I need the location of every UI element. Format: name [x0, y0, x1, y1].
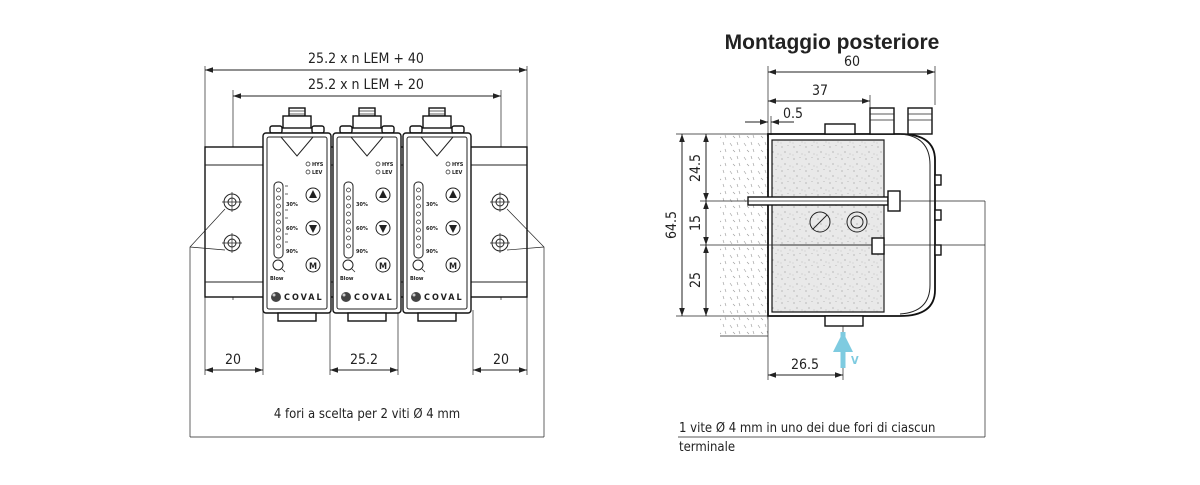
right-mount-holes — [490, 192, 510, 253]
svg-text:30%: 30% — [426, 202, 438, 208]
dim-645-label: 64.5 — [664, 211, 680, 239]
left-mount-holes — [222, 192, 242, 253]
svg-text:LEV: LEV — [382, 170, 393, 176]
svg-text:30%: 30% — [286, 202, 298, 208]
mounting-wall — [720, 134, 768, 336]
svg-text:HYS: HYS — [382, 162, 394, 168]
dim-25-label: 25 — [688, 272, 704, 288]
dim-15-label: 15 — [688, 215, 704, 231]
svg-text:90%: 90% — [426, 249, 438, 255]
svg-text:Blow: Blow — [340, 276, 354, 282]
lem-module-3: HYS LEV 30% 60% 90% M Blow COVAL — [402, 107, 472, 322]
screw-head — [887, 190, 901, 212]
dim-60-label: 60 — [844, 54, 860, 70]
dim-right-label: 20 — [493, 352, 509, 368]
section-title: Montaggio posteriore — [725, 31, 940, 54]
front-view-note: 4 fori a scelta per 2 viti Ø 4 mm — [274, 407, 460, 422]
svg-text:LEV: LEV — [312, 170, 323, 176]
front-view: 25.2 x n LEM + 40 25.2 x n LEM + 20 — [189, 51, 545, 438]
svg-text:30%: 30% — [356, 202, 368, 208]
vacuum-label: V — [851, 354, 859, 367]
svg-text:COVAL: COVAL — [354, 293, 394, 303]
svg-text:60%: 60% — [426, 226, 438, 232]
dim-left-label: 20 — [225, 352, 241, 368]
dim-05-label: 0.5 — [783, 106, 803, 122]
svg-text:60%: 60% — [356, 226, 368, 232]
svg-text:HYS: HYS — [452, 162, 464, 168]
dim-37-label: 37 — [812, 83, 828, 99]
side-view: Montaggio posteriore 60 37 0.5 — [664, 31, 986, 455]
svg-text:M: M — [309, 262, 317, 272]
svg-text:90%: 90% — [356, 249, 368, 255]
dim-inner-label: 25.2 x n LEM + 20 — [308, 77, 424, 93]
svg-text:COVAL: COVAL — [284, 293, 324, 303]
svg-text:M: M — [379, 262, 387, 272]
svg-text:LEV: LEV — [452, 170, 463, 176]
lem-module-2: HYS LEV 30% 60% 90% M Blow COVAL — [332, 107, 402, 322]
speckle-body — [771, 139, 885, 313]
dim-pitch-label: 25.2 — [350, 352, 378, 368]
side-view-note-1: 1 vite Ø 4 mm in uno dei due fori di cia… — [679, 421, 935, 436]
dim-245-label: 24.5 — [688, 154, 704, 182]
svg-text:Blow: Blow — [270, 276, 284, 282]
svg-text:90%: 90% — [286, 249, 298, 255]
svg-text:COVAL: COVAL — [424, 293, 464, 303]
svg-text:60%: 60% — [286, 226, 298, 232]
svg-text:M: M — [449, 262, 457, 272]
side-view-note-2: terminale — [679, 440, 735, 455]
dim-265-label: 26.5 — [791, 357, 819, 373]
dim-total-label: 25.2 x n LEM + 40 — [308, 51, 424, 67]
svg-text:HYS: HYS — [312, 162, 324, 168]
svg-text:Blow: Blow — [410, 276, 424, 282]
lem-module-1: HYS LEV 30% 60% 90% — [262, 107, 332, 322]
